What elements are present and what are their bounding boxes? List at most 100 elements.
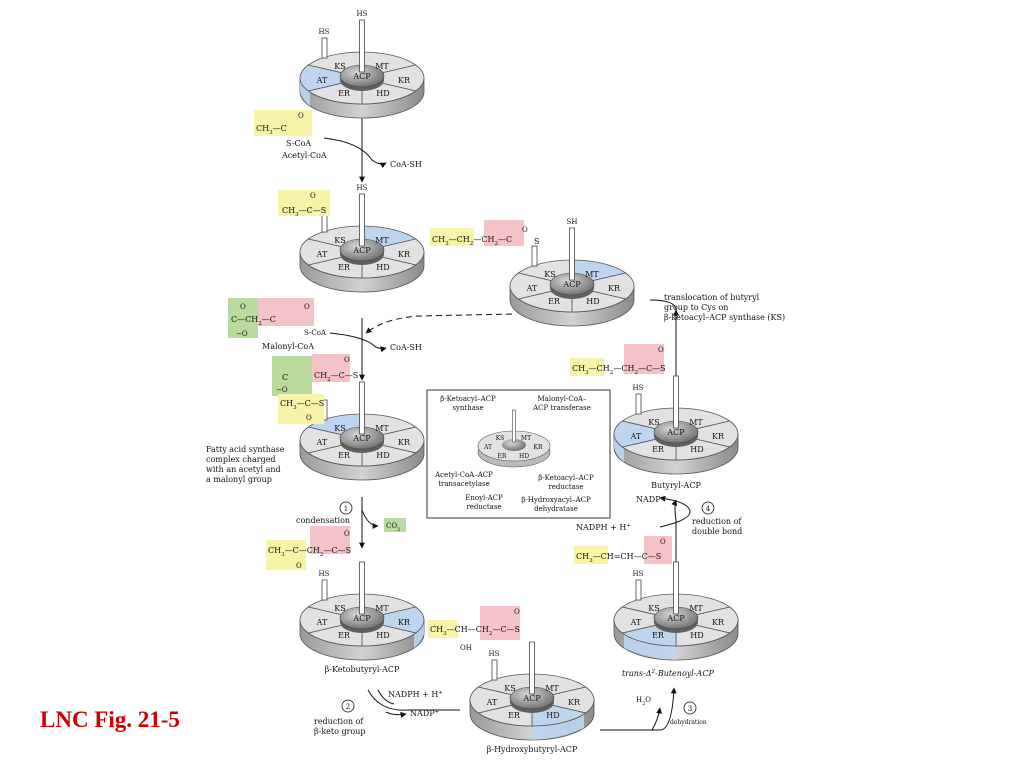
legend-at-label: transacetylase	[438, 480, 490, 488]
acetyl-coa-label: Acetyl-CoA	[281, 151, 327, 160]
acp-label: ACP	[352, 614, 371, 623]
domain-label-mt: MT	[585, 270, 599, 279]
domain-label-er: ER	[652, 631, 665, 640]
butyryl-translocated-s: S	[534, 237, 539, 246]
charged-acyl-box	[312, 354, 350, 382]
domain-label-er: ER	[508, 711, 521, 720]
legend-kr-label: β-Ketoacyl–ACP	[538, 474, 594, 482]
nadp-step2: NADP+	[410, 709, 440, 718]
domain-label-ks: KS	[334, 424, 345, 433]
butenoyl-o: O	[660, 538, 666, 546]
pathway-arrows	[323, 110, 691, 731]
domain-label-er: ER	[338, 89, 351, 98]
charged-acetyl-box	[278, 394, 324, 424]
domain-label-hd: HD	[376, 89, 389, 98]
butenoyl-label: trans-Δ2-Butenoyl-ACP	[622, 669, 714, 678]
legend-er-label: Enoyl-ACP	[465, 494, 503, 502]
keto-acyl-box	[310, 526, 350, 554]
legend-hd-label: dehydratase	[534, 505, 578, 513]
hydroxy-acyl-box	[480, 606, 520, 640]
domain-label-hd: HD	[376, 263, 389, 272]
step3-circle	[683, 701, 697, 715]
malonyl-o3: O	[304, 303, 310, 311]
acp-arm	[359, 193, 365, 247]
ks-thiol: HS	[489, 650, 500, 658]
acp-arm	[529, 641, 535, 695]
butyryl-ch3-box	[570, 358, 604, 376]
domain-label-mt: MT	[545, 684, 559, 693]
hydroxybutyryl-label: β-Hydroxybutyryl-ACP	[487, 745, 578, 754]
step4-label: reduction of	[692, 517, 742, 526]
charged-carboxyl-c: C	[282, 373, 288, 382]
complex-charged-label: with an acetyl and	[206, 465, 281, 474]
legend-er-label: reductase	[466, 503, 501, 511]
malonyl-scoa: S-CoA	[304, 329, 327, 337]
malonyl-carboxyl-box	[228, 298, 258, 338]
complex-charged-label: Fatty acid synthase	[206, 445, 285, 454]
domain-label-at: AT	[316, 618, 328, 627]
domain-label-ks: KS	[544, 270, 555, 279]
acp-label: ACP	[522, 694, 541, 703]
ks-arm	[531, 245, 538, 267]
step2-label: β-keto group	[314, 727, 366, 736]
complex-charged-label: a malonyl group	[206, 475, 272, 484]
domain-label-mt: MT	[375, 604, 389, 613]
ks-thiol: HS	[633, 384, 644, 392]
domain-label-mt: MT	[689, 604, 703, 613]
acp-label: ACP	[666, 428, 685, 437]
step3-number: 3	[688, 705, 692, 713]
domain-label-at: AT	[316, 76, 328, 85]
arrow-nadph-loop	[659, 495, 691, 528]
arrow-co2-release	[361, 509, 379, 529]
charged-acetyl-formula: CH3—C—S	[280, 399, 324, 411]
butenoyl-ch3-box	[574, 546, 608, 564]
domain-label-hd: HD	[690, 445, 703, 454]
domain-label-at: AT	[630, 618, 642, 627]
butyryl-translocated-o: O	[522, 226, 528, 234]
domain-label-kr: KR	[608, 284, 621, 293]
domain-label-kr: KR	[712, 432, 725, 441]
h2o-label: H2O	[636, 696, 651, 707]
domain-label-kr: KR	[398, 250, 411, 259]
butyryl-formula: CH3—CH2—CH2—C—S	[572, 364, 666, 376]
butyryl-label: Butyryl-ACP	[651, 481, 701, 490]
domain-label-kr: KR	[398, 76, 411, 85]
domain-label-mt: MT	[375, 424, 389, 433]
domain-label-at: AT	[316, 250, 328, 259]
malonyl-o2: −O	[236, 330, 248, 338]
acp-arm	[569, 227, 575, 281]
step4-label: double bond	[692, 527, 742, 536]
hydroxy-ch3-box	[428, 620, 458, 638]
arrow-coa-release-1	[323, 137, 387, 169]
ks-thiol: HS	[319, 28, 330, 36]
domain-label-er: ER	[338, 631, 351, 640]
step2-number: 2	[346, 703, 350, 711]
coa-sh-label-2: CoA-SH	[390, 343, 422, 352]
ks-thiol: HS	[319, 570, 330, 578]
co2-box	[384, 518, 406, 532]
translocation-label: group to Cys on	[664, 303, 728, 312]
acp-arm	[359, 381, 365, 435]
legend-ks-label: synthase	[452, 404, 483, 412]
legend-kr-label: reductase	[548, 483, 583, 491]
domain-label-er: ER	[338, 451, 351, 460]
domain-label-kr: KR	[398, 618, 411, 627]
domain-label-ks: KS	[334, 236, 345, 245]
ks-arm	[321, 37, 328, 59]
malonyl-acyl-box	[258, 298, 314, 326]
ketobutyryl-formula: CH3—C—CH2—C—S	[268, 546, 351, 558]
legend-mt-label: Malonyl-CoA–	[538, 395, 587, 403]
acp-label: ACP	[666, 614, 685, 623]
legend-mt-label: ACP transferase	[532, 404, 591, 412]
coa-sh-label-1: CoA-SH	[390, 160, 422, 169]
acp-arm	[673, 561, 679, 615]
step4-circle	[701, 501, 715, 515]
co2-label: CO2	[386, 522, 400, 533]
